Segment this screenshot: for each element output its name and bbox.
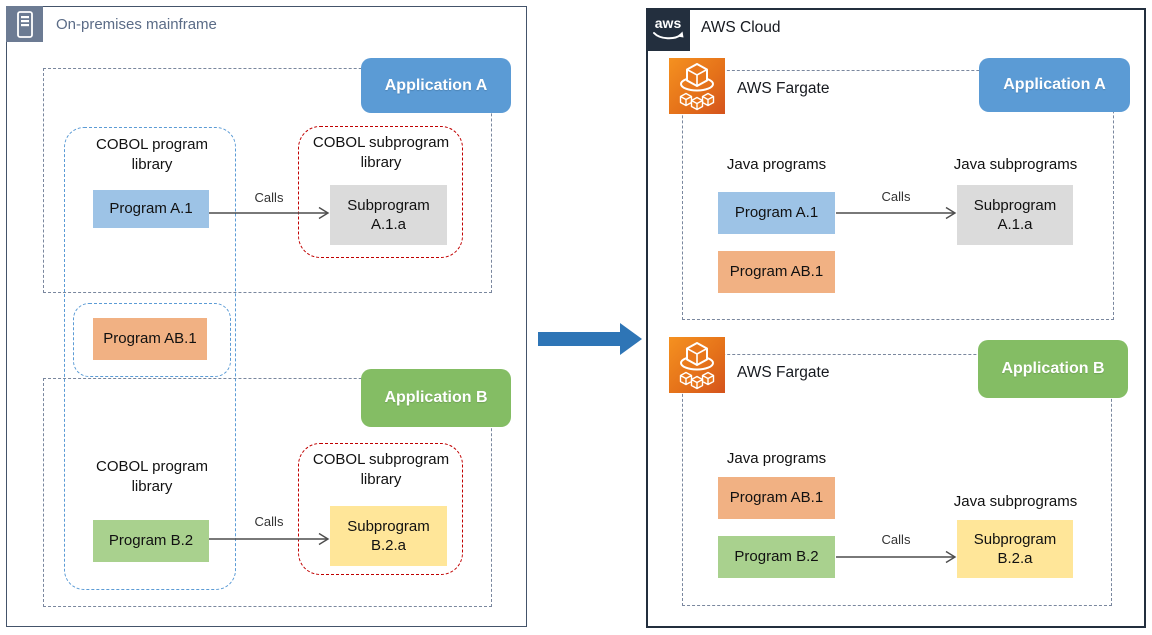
aws-program-ab1-box-a: Program AB.1: [718, 251, 835, 293]
mainframe-icon: [6, 6, 43, 42]
java-programs-label-a: Java programs: [726, 156, 827, 173]
aws-program-b2-label: Program B.2: [734, 548, 819, 566]
migration-arrow: [538, 323, 642, 355]
aws-calls-arrow-a: [836, 206, 957, 220]
java-programs-label-b: Java programs: [726, 450, 827, 467]
onprem-application-b-boundary: [43, 378, 492, 607]
fargate-icon-a: [669, 58, 725, 114]
cobol-program-library-label-a: COBOL program library: [96, 136, 208, 174]
application-a-badge: Application A: [361, 58, 511, 113]
program-ab1-label: Program AB.1: [103, 330, 197, 348]
java-subprograms-label-a: Java subprograms: [953, 156, 1078, 173]
program-a1-box: Program A.1: [93, 190, 209, 228]
program-ab1-box: Program AB.1: [93, 318, 207, 360]
aws-subprogram-b2a-box: Subprogram B.2.a: [957, 520, 1073, 578]
fargate-label-b: AWS Fargate: [737, 364, 830, 381]
aws-subprogram-a1a-box: Subprogram A.1.a: [957, 185, 1073, 245]
fargate-icon-b: [669, 337, 725, 393]
onprem-panel: [6, 6, 527, 627]
application-b-badge-label: Application B: [384, 389, 488, 406]
aws-application-b-boundary: [682, 354, 1112, 606]
program-b2-label: Program B.2: [108, 532, 194, 550]
cobol-program-library-box: [64, 127, 236, 590]
application-a-badge-label: Application A: [384, 76, 488, 94]
aws-calls-arrow-b: [836, 550, 957, 564]
subprogram-b2a-box: Subprogram B.2.a: [330, 506, 447, 566]
aws-application-a-badge: Application A: [979, 58, 1130, 112]
aws-program-b2-box: Program B.2: [718, 536, 835, 578]
aws-subprogram-b2a-label: Subprogram B.2.a: [973, 530, 1057, 568]
aws-subprogram-a1a-label: Subprogram A.1.a: [973, 196, 1057, 234]
aws-cloud-title: AWS Cloud: [701, 19, 781, 36]
calls-label-b: Calls: [254, 514, 284, 529]
program-a1-label: Program A.1: [109, 200, 193, 218]
aws-calls-label-b: Calls: [881, 532, 911, 547]
subprogram-a1a-box: Subprogram A.1.a: [330, 185, 447, 245]
onprem-application-a-boundary: [43, 68, 492, 293]
cobol-subprogram-library-label-a: COBOL subprogram library: [312, 134, 450, 172]
aws-logo-icon: aws: [646, 8, 690, 51]
program-b2-box: Program B.2: [93, 520, 209, 562]
cobol-subprogram-library-b-box: [298, 443, 463, 575]
aws-program-ab1-box-b: Program AB.1: [718, 477, 835, 519]
subprogram-b2a-label: Subprogram B.2.a: [347, 517, 430, 555]
aws-application-b-badge: Application B: [978, 340, 1128, 398]
aws-program-a1-label: Program A.1: [734, 204, 819, 222]
fargate-label-a: AWS Fargate: [737, 80, 830, 97]
aws-calls-label-a: Calls: [881, 189, 911, 204]
aws-logo-text: aws: [655, 15, 682, 31]
aws-application-b-badge-label: Application B: [1001, 360, 1105, 377]
calls-label-a: Calls: [254, 190, 284, 205]
calls-arrow-a: [209, 206, 330, 220]
application-b-badge: Application B: [361, 369, 511, 427]
shared-program-group-box: [73, 303, 231, 377]
cobol-program-library-label-b: COBOL program library: [96, 458, 208, 496]
aws-program-a1-box: Program A.1: [718, 192, 835, 234]
aws-program-ab1-label-a: Program AB.1: [729, 263, 824, 281]
onprem-title: On-premises mainframe: [56, 16, 217, 33]
cobol-subprogram-library-a-box: [298, 126, 463, 258]
aws-application-a-badge-label: Application A: [1003, 76, 1106, 93]
calls-arrow-b: [209, 532, 330, 546]
subprogram-a1a-label: Subprogram A.1.a: [347, 196, 430, 234]
java-subprograms-label-b: Java subprograms: [953, 493, 1078, 510]
aws-application-a-boundary: [682, 70, 1114, 320]
cobol-subprogram-library-label-b: COBOL subprogram library: [312, 451, 450, 489]
aws-program-ab1-label-b: Program AB.1: [729, 489, 824, 507]
aws-cloud-panel: [646, 8, 1146, 628]
